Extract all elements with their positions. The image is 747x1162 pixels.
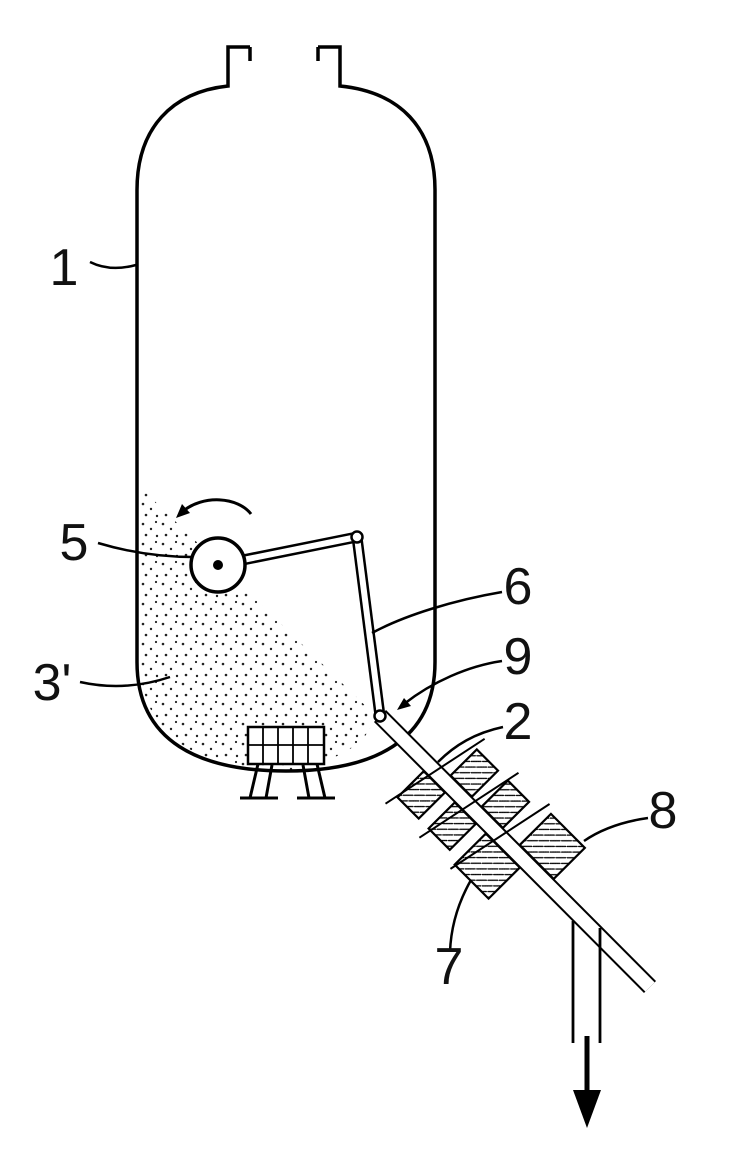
feeder-block-lower-1 xyxy=(395,769,447,821)
leader-9-arrowhead xyxy=(397,698,411,710)
grid-support-block xyxy=(246,725,326,766)
label-arm: 6 xyxy=(504,558,533,616)
vessel-legs xyxy=(240,763,335,800)
arm-outlet-joint xyxy=(373,709,387,723)
leader-5 xyxy=(97,541,194,559)
label-discharge-pipe: 2 xyxy=(504,693,533,751)
vessel-outline xyxy=(135,45,437,773)
leader-9 xyxy=(403,659,503,705)
feeder-block-lower-2 xyxy=(427,800,478,852)
rotation-arrow xyxy=(176,498,253,518)
label-distributor: 5 xyxy=(60,514,89,572)
leader-6 xyxy=(371,590,503,635)
pivot-center-dot xyxy=(213,560,223,570)
feeder-block-upper-2 xyxy=(480,779,531,830)
feeder-assembly xyxy=(384,737,587,901)
label-bulk-material: 3' xyxy=(33,654,72,712)
leader-7 xyxy=(448,879,473,953)
flow-arrow xyxy=(573,1036,601,1128)
leader-8 xyxy=(583,816,649,843)
label-junction: 9 xyxy=(504,628,533,686)
feeder-block-lower-3 xyxy=(453,832,522,901)
leader-2 xyxy=(437,725,504,763)
label-feeder-upper: 8 xyxy=(649,782,678,840)
label-feeder-lower: 7 xyxy=(435,938,464,996)
feeder-block-upper-1 xyxy=(449,747,500,799)
label-vessel: 1 xyxy=(50,239,79,297)
leader-3p xyxy=(79,675,171,688)
leader-1 xyxy=(89,260,137,270)
vessel-neck-ticks xyxy=(248,47,320,61)
pivot-hub xyxy=(189,536,247,594)
outlet-pipe xyxy=(571,921,602,1043)
feeder-block-upper-3 xyxy=(518,812,587,881)
discharge-pipe xyxy=(373,710,657,993)
arm-elbow-joint xyxy=(350,530,364,544)
